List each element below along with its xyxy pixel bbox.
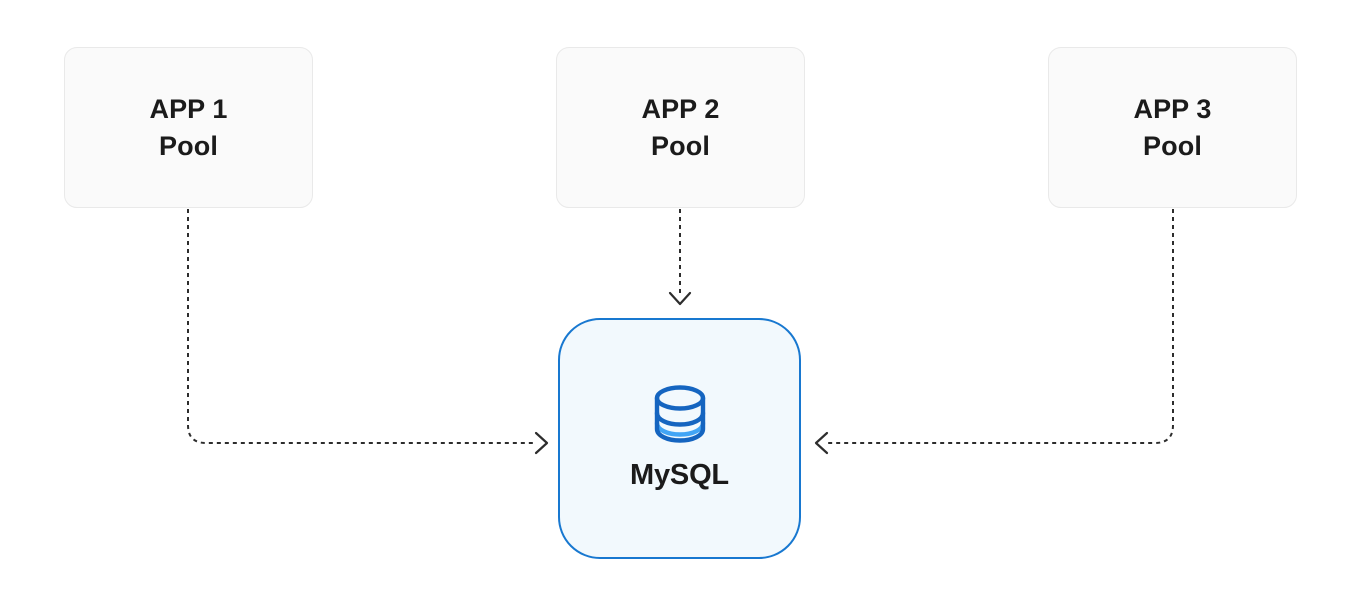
arrowhead-down-icon — [668, 291, 692, 306]
node-app1-subtitle: Pool — [159, 130, 218, 161]
node-app2-title: APP 2 — [641, 93, 720, 124]
node-app1-title: APP 1 — [149, 93, 228, 124]
node-app3-pool[interactable]: APP 3 Pool — [1048, 47, 1297, 208]
arrowhead-right-icon — [534, 431, 549, 455]
connector-app1-path — [187, 209, 536, 444]
node-app1-pool[interactable]: APP 1 Pool — [64, 47, 313, 208]
node-mysql-label: MySQL — [630, 459, 729, 491]
database-cylinder-icon — [654, 385, 705, 443]
node-app2-subtitle: Pool — [651, 130, 710, 161]
node-app3-subtitle: Pool — [1143, 130, 1202, 161]
arrowhead-left-icon — [814, 431, 829, 455]
connector-app2-to-mysql — [668, 209, 692, 306]
connector-app3-to-mysql — [814, 209, 1174, 455]
connector-app3-path — [827, 209, 1174, 444]
node-app2-pool[interactable]: APP 2 Pool — [556, 47, 805, 208]
connector-app1-to-mysql — [187, 209, 549, 455]
node-mysql-database[interactable]: MySQL — [558, 318, 801, 559]
node-app3-title: APP 3 — [1133, 93, 1212, 124]
